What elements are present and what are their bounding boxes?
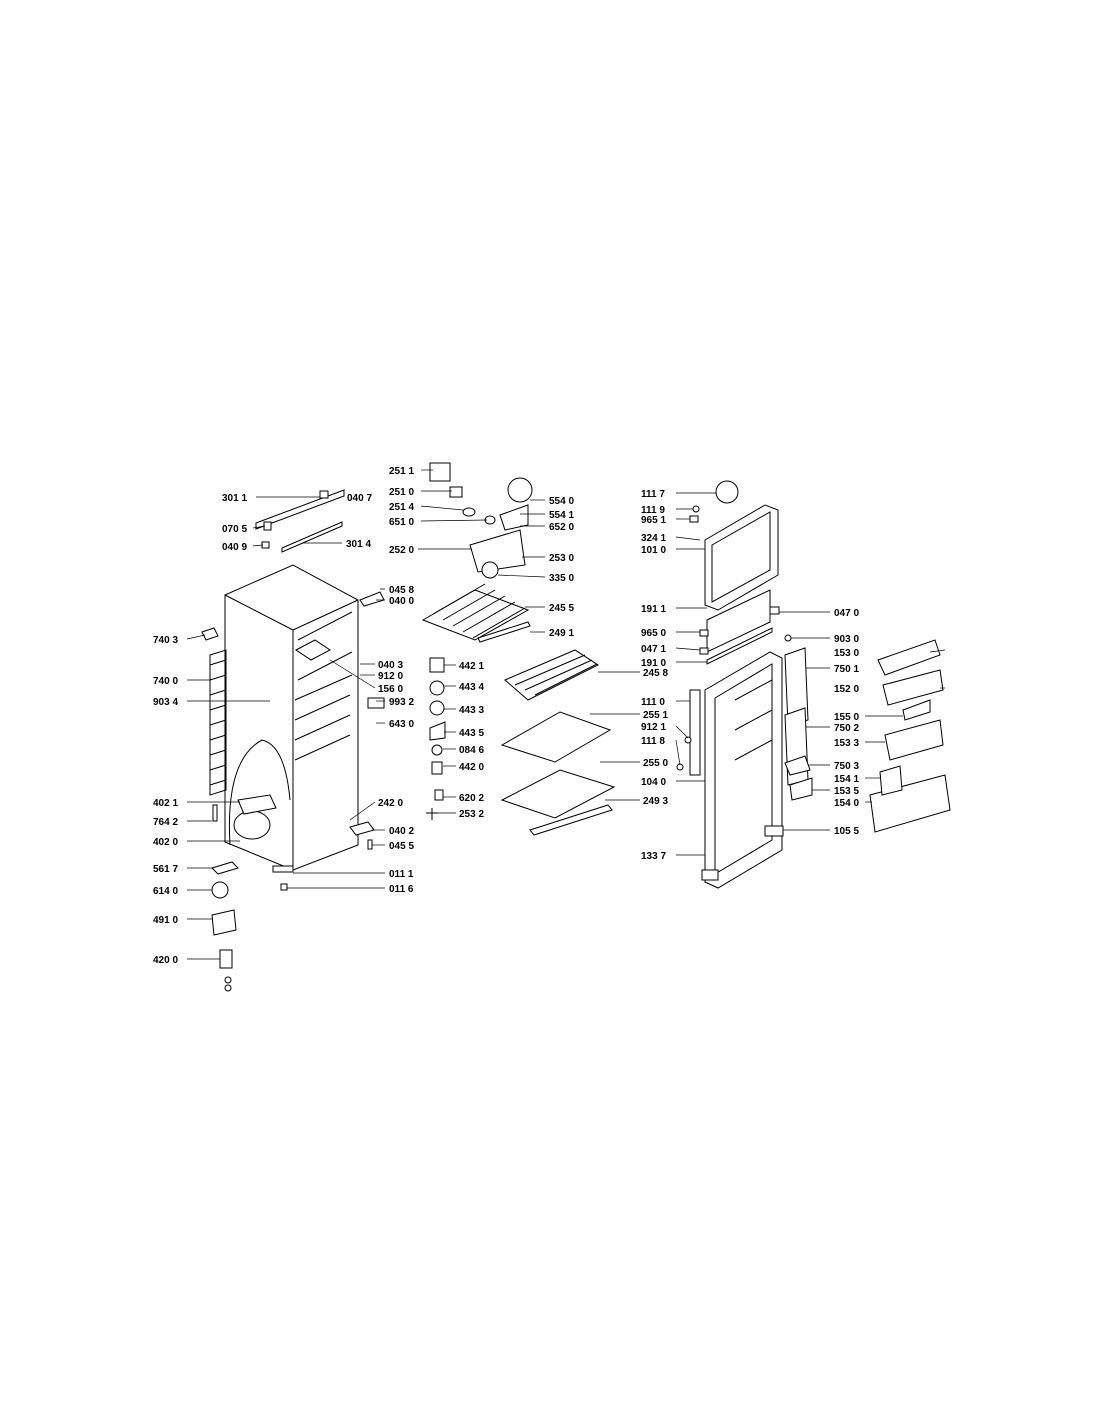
part-label: 651 0 [389, 517, 414, 528]
part-label: 040 0 [389, 596, 414, 607]
part-label: 011 1 [389, 869, 414, 880]
part-label: 993 2 [389, 697, 414, 708]
part-label: 335 0 [549, 573, 574, 584]
part-label: 251 4 [389, 502, 414, 513]
part-label: 153 3 [834, 738, 859, 749]
part-label: 614 0 [153, 886, 178, 897]
part-label: 301 4 [346, 539, 371, 550]
part-label: 750 2 [834, 723, 859, 734]
freezer-door [689, 480, 779, 665]
part-label: 111 0 [641, 697, 665, 708]
door-shelves-and-bins [676, 606, 951, 833]
part-label: 903 0 [834, 634, 859, 645]
part-label: 153 0 [834, 648, 859, 659]
part-label: 070 5 [222, 524, 247, 535]
part-label: 040 7 [347, 493, 372, 504]
part-label: 040 9 [222, 542, 247, 553]
part-label: 105 5 [834, 826, 859, 837]
part-label: 253 2 [459, 809, 484, 820]
part-label: 652 0 [549, 522, 574, 533]
part-label: 249 3 [643, 796, 668, 807]
part-label: 402 0 [153, 837, 178, 848]
part-label: 443 5 [459, 728, 484, 739]
part-label: 750 3 [834, 761, 859, 772]
part-labels: 251 1 301 1 040 7 251 0 251 4 070 5 651 … [153, 466, 859, 966]
part-label: 554 1 [549, 510, 574, 521]
part-label: 155 0 [834, 712, 859, 723]
part-label: 443 3 [459, 705, 484, 716]
part-label: 740 0 [153, 676, 178, 687]
freezer-wire-shelf [421, 583, 531, 643]
part-label: 561 7 [153, 864, 178, 875]
part-label: 156 0 [378, 684, 403, 695]
cabinet-body [224, 564, 359, 871]
part-label: 045 8 [389, 585, 414, 596]
compressor [233, 794, 277, 840]
part-label: 750 1 [834, 664, 859, 675]
part-label: 554 0 [549, 496, 574, 507]
part-label: 104 0 [641, 777, 666, 788]
part-label: 191 1 [641, 604, 666, 615]
part-label: 251 1 [389, 466, 414, 477]
part-label: 152 0 [834, 684, 859, 695]
leader-lines [186, 469, 946, 960]
part-label: 442 0 [459, 762, 484, 773]
part-label: 442 1 [459, 661, 484, 672]
part-label: 045 5 [389, 841, 414, 852]
part-label: 740 3 [153, 635, 178, 646]
part-label: 040 3 [378, 660, 403, 671]
fridge-door [689, 651, 784, 889]
part-label: 047 0 [834, 608, 859, 619]
part-label: 912 1 [641, 722, 666, 733]
part-label: 242 0 [378, 798, 403, 809]
wire-shelf [504, 649, 600, 701]
part-label: 245 5 [549, 603, 574, 614]
part-label: 249 1 [549, 628, 574, 639]
glass-shelves [500, 711, 616, 836]
part-label: 245 8 [643, 668, 668, 679]
part-label: 253 0 [549, 553, 574, 564]
fan-parts [426, 657, 446, 820]
part-label: 101 0 [641, 545, 666, 556]
thermostat-group [429, 462, 533, 579]
part-label: 255 1 [643, 710, 668, 721]
part-label: 402 1 [153, 798, 178, 809]
part-label: 111 7 [641, 489, 665, 500]
part-label: 191 0 [641, 658, 666, 669]
part-label: 965 0 [641, 628, 666, 639]
part-label: 040 2 [389, 826, 414, 837]
part-label: 111 8 [641, 736, 665, 747]
part-label: 420 0 [153, 955, 178, 966]
part-label: 251 0 [389, 487, 414, 498]
lower-electrical-parts [201, 591, 385, 992]
part-label: 154 1 [834, 774, 859, 785]
part-label: 133 7 [641, 851, 666, 862]
part-label: 903 4 [153, 697, 178, 708]
part-label: 047 1 [641, 644, 666, 655]
part-label: 491 0 [153, 915, 178, 926]
part-label: 111 9 [641, 505, 665, 516]
part-label: 912 0 [378, 671, 403, 682]
condenser-coil [209, 649, 227, 796]
part-label: 255 0 [643, 758, 668, 769]
part-label: 620 2 [459, 793, 484, 804]
part-label: 965 1 [641, 515, 666, 526]
part-label: 324 1 [641, 533, 666, 544]
part-label: 153 5 [834, 786, 859, 797]
part-label: 301 1 [222, 493, 247, 504]
part-label: 154 0 [834, 798, 859, 809]
part-label: 764 2 [153, 817, 178, 828]
part-label: 443 4 [459, 682, 484, 693]
part-label: 252 0 [389, 545, 414, 556]
part-label: 011 6 [389, 884, 414, 895]
part-label: 643 0 [389, 719, 414, 730]
part-label: 084 6 [459, 745, 484, 756]
